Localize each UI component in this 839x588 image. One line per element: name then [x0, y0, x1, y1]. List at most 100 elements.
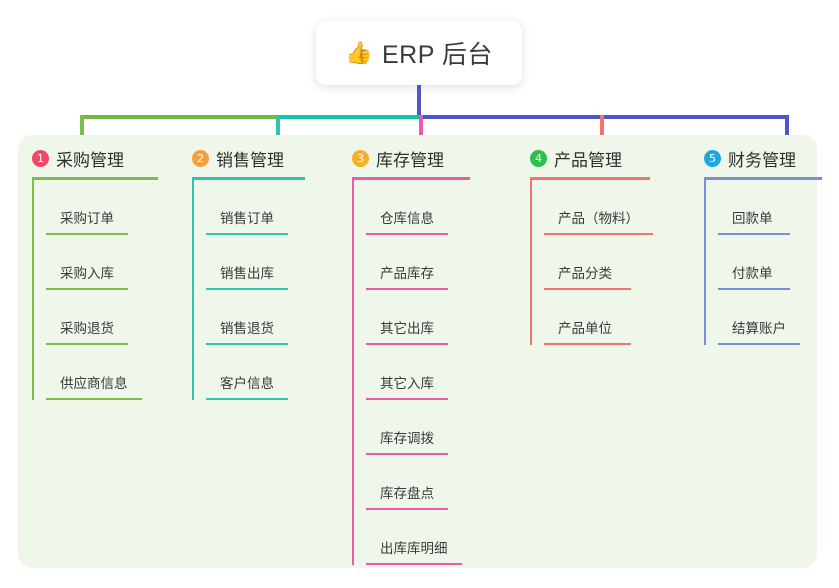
leaf-label: 采购入库 — [60, 266, 114, 281]
thumbs-up-icon: 👍 — [345, 40, 373, 65]
leaf-label: 其它入库 — [380, 376, 434, 391]
leaf-label: 产品库存 — [380, 266, 434, 281]
branch-spine-3 — [352, 180, 354, 565]
leaf-label: 仓库信息 — [380, 211, 434, 226]
branch-header-2[interactable]: 2 销售管理 — [178, 143, 338, 173]
leaf-node[interactable]: 其它入库 — [366, 345, 516, 400]
branch-items-5: 回款单付款单结算账户 — [690, 180, 839, 345]
leaf-underline — [718, 343, 800, 345]
leaf-label: 库存调拨 — [380, 431, 434, 446]
leaf-node[interactable]: 采购退货 — [46, 290, 194, 345]
leaf-node[interactable]: 付款单 — [718, 235, 839, 290]
leaf-label: 销售订单 — [220, 211, 274, 226]
branch-badge-2: 2 — [192, 149, 209, 167]
branch-header-5[interactable]: 5 财务管理 — [690, 143, 839, 173]
branches-panel: 1 采购管理采购订单采购入库采购退货供应商信息 2 销售管理销售订单销售出库销售退货客… — [18, 135, 822, 568]
leaf-label: 结算账户 — [732, 321, 786, 336]
branch-title-2: 销售管理 — [216, 150, 284, 170]
leaf-underline — [718, 233, 790, 235]
branch-column-2: 2 销售管理销售订单销售出库销售退货客户信息 — [178, 143, 338, 400]
leaf-underline — [206, 288, 288, 290]
leaf-underline — [366, 233, 448, 235]
leaf-label: 供应商信息 — [60, 376, 128, 391]
branch-title-3: 库存管理 — [376, 150, 444, 170]
branch-column-3: 3 库存管理仓库信息产品库存其它出库其它入库库存调拨库存盘点出库库明细 — [338, 143, 516, 565]
branch-items-2: 销售订单销售出库销售退货客户信息 — [178, 180, 338, 400]
leaf-node[interactable]: 库存盘点 — [366, 455, 516, 510]
branch-header-1[interactable]: 1 采购管理 — [18, 143, 194, 173]
leaf-node[interactable]: 产品单位 — [544, 290, 702, 345]
leaf-label: 产品分类 — [558, 266, 612, 281]
branch-column-4: 4 产品管理产品（物料） 产品分类产品单位 — [516, 143, 702, 345]
root-stem-connector — [417, 85, 421, 116]
branch-badge-5: 5 — [704, 149, 721, 167]
branch-column-1: 1 采购管理采购订单采购入库采购退货供应商信息 — [18, 143, 194, 400]
bus-segment-green — [80, 115, 276, 119]
leaf-label: 付款单 — [732, 266, 773, 281]
leaf-underline — [206, 398, 288, 400]
leaf-label: 销售退货 — [220, 321, 274, 336]
leaf-node[interactable]: 出库库明细 — [366, 510, 516, 565]
drop-connector-1 — [80, 115, 84, 153]
drop-connector-2 — [276, 115, 280, 153]
leaf-label: 其它出库 — [380, 321, 434, 336]
branch-underline-1 — [32, 177, 158, 180]
leaf-underline — [544, 288, 631, 290]
branch-title-1: 采购管理 — [56, 150, 124, 170]
branch-spine-4 — [530, 180, 532, 345]
leaf-underline — [366, 508, 448, 510]
leaf-label: 回款单 — [732, 211, 773, 226]
branch-header-4[interactable]: 4 产品管理 — [516, 143, 702, 173]
branch-badge-3: 3 — [352, 149, 369, 167]
branch-underline-5 — [704, 177, 822, 180]
leaf-node[interactable]: 销售出库 — [206, 235, 338, 290]
leaf-underline — [366, 563, 462, 565]
branch-badge-1: 1 — [32, 149, 49, 167]
leaf-node[interactable]: 供应商信息 — [46, 345, 194, 400]
leaf-node[interactable]: 结算账户 — [718, 290, 839, 345]
drop-connector-5 — [785, 115, 789, 153]
leaf-node[interactable]: 采购入库 — [46, 235, 194, 290]
branch-spine-2 — [192, 180, 194, 400]
leaf-label: 采购订单 — [60, 211, 114, 226]
branch-underline-2 — [192, 177, 305, 180]
leaf-node[interactable]: 产品分类 — [544, 235, 702, 290]
leaf-label: 产品单位 — [558, 321, 612, 336]
leaf-underline — [544, 343, 631, 345]
branch-header-3[interactable]: 3 库存管理 — [338, 143, 516, 173]
leaf-node[interactable]: 销售退货 — [206, 290, 338, 345]
drop-connector-4 — [600, 115, 604, 153]
leaf-label: 产品（物料） — [558, 211, 639, 226]
leaf-underline — [544, 233, 653, 235]
leaf-underline — [718, 288, 790, 290]
branch-title-4: 产品管理 — [554, 150, 622, 170]
branch-underline-4 — [530, 177, 650, 180]
root-node-label: ERP 后台 — [382, 41, 493, 69]
leaf-underline — [46, 398, 142, 400]
leaf-node[interactable]: 产品库存 — [366, 235, 516, 290]
leaf-label: 采购退货 — [60, 321, 114, 336]
leaf-node[interactable]: 采购订单 — [46, 180, 194, 235]
leaf-underline — [366, 453, 448, 455]
leaf-node[interactable]: 客户信息 — [206, 345, 338, 400]
leaf-node[interactable]: 其它出库 — [366, 290, 516, 345]
root-node-title: 👍 ERP 后台 — [345, 35, 493, 71]
leaf-node[interactable]: 销售订单 — [206, 180, 338, 235]
leaf-node[interactable]: 回款单 — [718, 180, 839, 235]
branch-items-4: 产品（物料） 产品分类产品单位 — [516, 180, 702, 345]
branch-spine-1 — [32, 180, 34, 400]
leaf-node[interactable]: 库存调拨 — [366, 400, 516, 455]
leaf-underline — [46, 233, 128, 235]
root-node-card[interactable]: 👍 ERP 后台 — [316, 21, 522, 85]
leaf-node[interactable]: 仓库信息 — [366, 180, 516, 235]
branch-badge-4: 4 — [530, 149, 547, 167]
branch-items-3: 仓库信息产品库存其它出库其它入库库存调拨库存盘点出库库明细 — [338, 180, 516, 565]
leaf-node[interactable]: 产品（物料） — [544, 180, 702, 235]
leaf-underline — [46, 288, 128, 290]
branch-title-5: 财务管理 — [728, 150, 796, 170]
leaf-underline — [206, 233, 288, 235]
leaf-label: 出库库明细 — [380, 541, 448, 556]
leaf-underline — [366, 288, 448, 290]
branch-column-5: 5 财务管理回款单付款单结算账户 — [690, 143, 839, 345]
